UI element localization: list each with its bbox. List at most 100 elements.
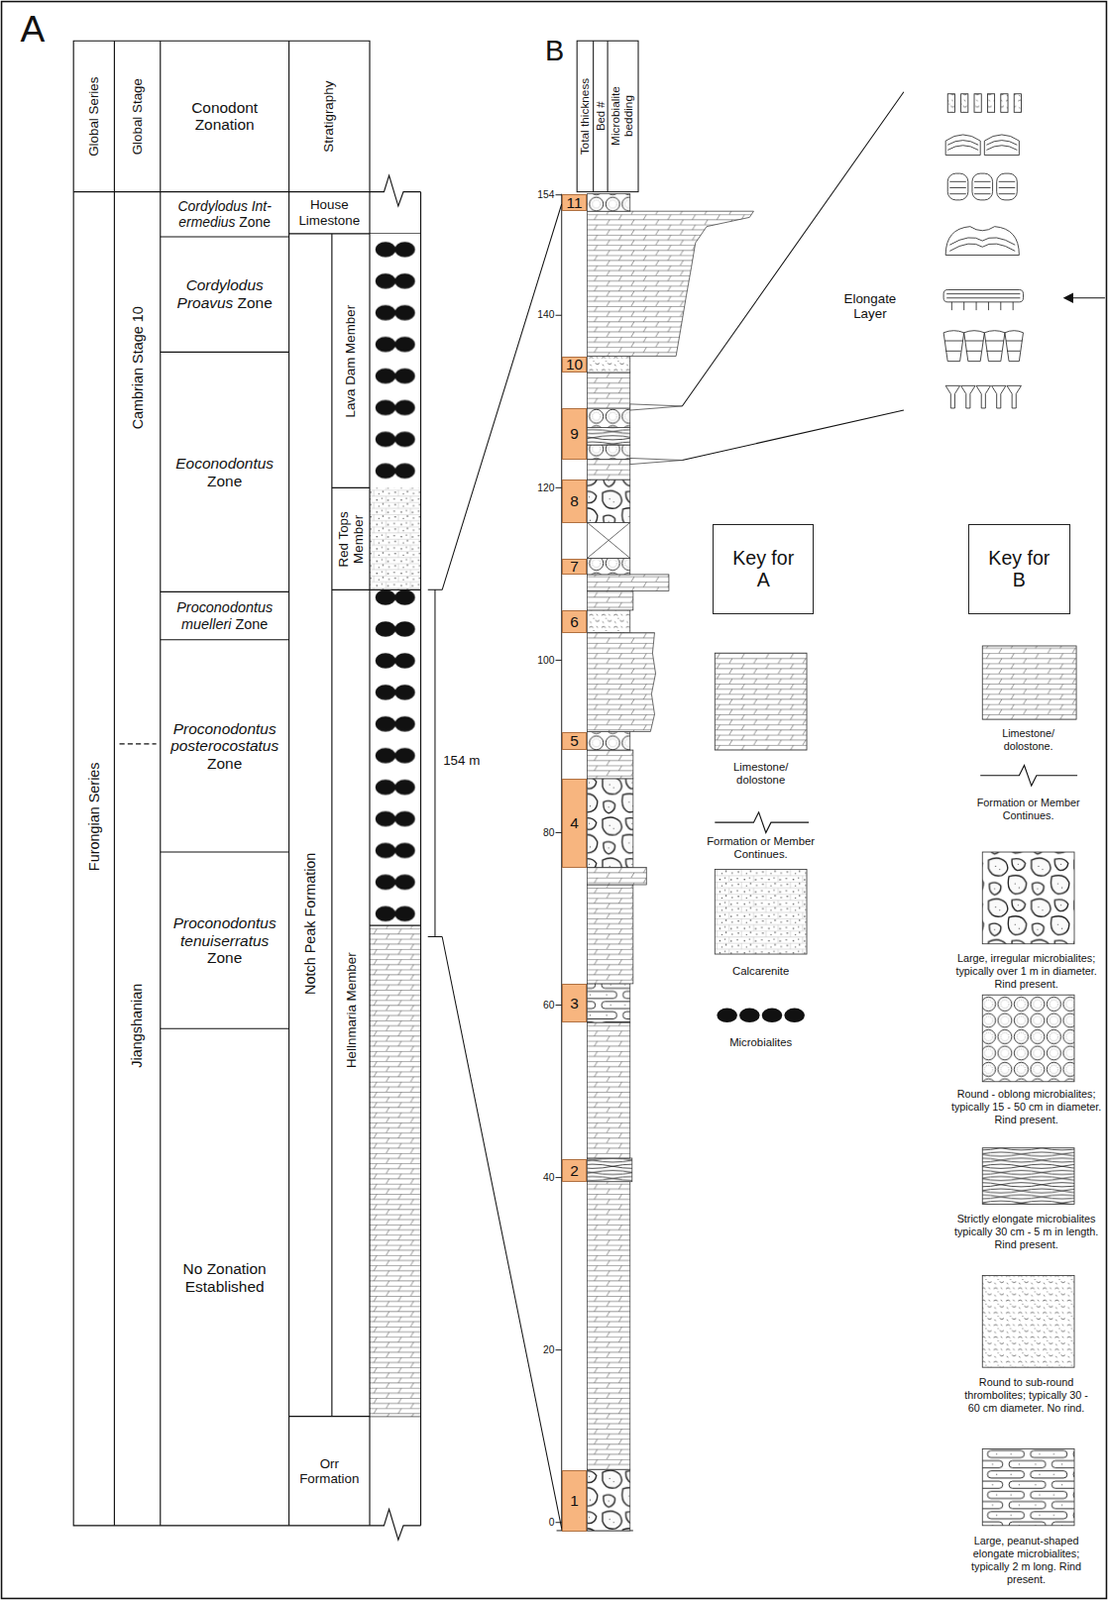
microbialite-sketches-part: [949, 237, 1015, 252]
series-cell-text: Furongian Series: [86, 762, 104, 872]
zone-cell-text: No Zonation Established: [171, 1260, 279, 1297]
formation-cell: House Limestone: [289, 192, 370, 234]
header-cell: Global Stage: [113, 40, 160, 193]
panel-b-lithology-part: [586, 778, 633, 869]
header-cell: Total thickness: [576, 40, 593, 193]
panel-a-table-part: [73, 40, 370, 1527]
axis-tick-label: 40: [524, 1172, 555, 1185]
microbialite-sketches-part: [974, 94, 982, 113]
zone-cell-text: Cordylodus Int- ermedius Zone: [163, 198, 287, 230]
thickness-bracket-part: [442, 204, 562, 1530]
axis-tick-label-text: 0: [524, 1517, 555, 1530]
panel-b-lithology-part: [630, 457, 683, 464]
panel-b-lithology-part: [586, 1022, 630, 1159]
panel-a-table-part: [160, 236, 290, 1029]
zone-cell: Proconodontus tenuiserratus Zone: [160, 852, 290, 1029]
thickness-bracket: [428, 204, 562, 1530]
key-box-text: Key for B: [983, 547, 1055, 592]
bed-box: 4: [561, 778, 588, 869]
axis-tick-label-text: 100: [524, 655, 555, 667]
panel-b-lithology-part: [586, 633, 656, 733]
member-cell-text: Hellnmaria Member: [342, 953, 358, 1070]
panel-b-lithology-part: [586, 1182, 630, 1470]
zone-cell-text: Eoconodontus Zone: [171, 454, 279, 491]
axis-tick-label-text: 80: [524, 827, 555, 840]
member-cell: Red Tops Member: [332, 488, 370, 591]
panel-b-lithology-part: [586, 867, 647, 886]
header-cell: Stratigraphy: [289, 40, 370, 193]
legend-entry: Strictly elongate microbialites typicall…: [949, 1213, 1104, 1252]
axis-tick-label: 20: [524, 1344, 555, 1357]
panel-b-lithology-part: [586, 479, 630, 523]
zoom-lines: [681, 92, 904, 461]
panel-b-lithology-part: [586, 574, 668, 591]
legend-text: Microbialites: [709, 1036, 812, 1051]
microbialite-sketches-part: [972, 173, 994, 201]
microbialite-sketches-part: [997, 173, 1018, 201]
legend-text: Limestone/ dolostone: [719, 761, 801, 788]
microbialite-sketches-part: [1013, 94, 1021, 113]
bed-box: 3: [561, 984, 588, 1023]
panel-b-lithology-part: [586, 885, 633, 985]
panel-a-lithology: [369, 175, 422, 1541]
panel-a-lithology-part: [369, 487, 422, 590]
key-b-samples-part: [982, 1275, 1075, 1368]
axis-tick-label: 100: [524, 655, 555, 667]
thickness-axis-part: [556, 194, 634, 1532]
bed-box: 11: [561, 194, 588, 213]
formation-cell-text: Notch Peak Formation: [302, 853, 320, 996]
microbialite-sketches-part: [945, 385, 1021, 409]
legend-text: Round - oblong microbialites; typically …: [949, 1088, 1104, 1127]
bed-box-text: 5: [569, 733, 579, 749]
legend-text: Calcarenite: [709, 965, 812, 980]
key-box-text: Key for A: [727, 547, 799, 592]
bed-box: 8: [561, 479, 588, 523]
pointer-arrow-part: [1063, 293, 1074, 304]
microbialite-sketches-part: [949, 181, 1015, 194]
axis-tick-label-text: 40: [524, 1172, 555, 1185]
axis-tick-label: 154: [524, 189, 555, 202]
microbialite-sketches-part: [987, 94, 995, 113]
bed-box-text: 1: [569, 1493, 579, 1509]
legend-entry: Limestone/ dolostone.: [987, 727, 1069, 754]
axis-tick-label-text: 60: [524, 999, 555, 1012]
panel-b-lithology: [586, 194, 754, 1532]
zone-cell: Proconodontus muelleri Zone: [160, 592, 290, 641]
key-b-samples-part: [980, 765, 1078, 786]
formation-cell-text: House Limestone: [291, 197, 368, 228]
bed-box: 2: [561, 1159, 588, 1184]
microbialite-sketches-part: [947, 173, 969, 201]
legend-entry: Large, irregular microbialites; typicall…: [949, 952, 1104, 992]
axis-tick-label: 80: [524, 827, 555, 840]
key-a-samples-part: [714, 812, 809, 834]
member-cell: Hellnmaria Member: [332, 590, 370, 1419]
panel-b-lithology-part: [630, 404, 683, 411]
stage-cell-text: Jiangshanian: [128, 984, 146, 1069]
panel-a-lithology-part: [369, 175, 422, 207]
zone-cell-text: Proconodontus muelleri Zone: [164, 599, 286, 633]
formation-cell: Orr Formation: [289, 1417, 370, 1527]
bed-box: 6: [561, 610, 588, 634]
key-a-samples-part: [716, 1008, 805, 1023]
key-a-samples-part-part: [739, 1008, 761, 1023]
member-cell-text: Lava Dam Member: [342, 304, 358, 418]
panel-b-lithology-part: [586, 610, 630, 634]
header-cell-text: Bed #: [594, 102, 607, 132]
zone-cell: No Zonation Established: [160, 1029, 290, 1528]
panel-b-lithology-part: [586, 408, 630, 429]
member-cell: Lava Dam Member: [332, 233, 370, 489]
thickness-label-text: 154 m: [439, 753, 484, 769]
microbialite-sketches-part: [947, 94, 955, 113]
legend-text: Large, peanut-shaped elongate microbiali…: [954, 1535, 1098, 1587]
bed-box: 10: [561, 356, 588, 373]
panel-b-lithology-part: [586, 750, 633, 779]
panel-a-table-part: [73, 40, 370, 1527]
stage-cell-text: Cambrian Stage 10: [128, 306, 146, 430]
legend-entry: Formation or Member Continues.: [959, 796, 1098, 823]
legend-text: Strictly elongate microbialites typicall…: [949, 1213, 1104, 1252]
stage-cell: Jiangshanian: [113, 744, 160, 1527]
key-a-samples-part-part: [783, 1008, 805, 1023]
thickness-bracket-part: [428, 589, 443, 937]
header-cell: Bed #: [593, 40, 608, 193]
thickness-axis: [555, 194, 634, 1532]
